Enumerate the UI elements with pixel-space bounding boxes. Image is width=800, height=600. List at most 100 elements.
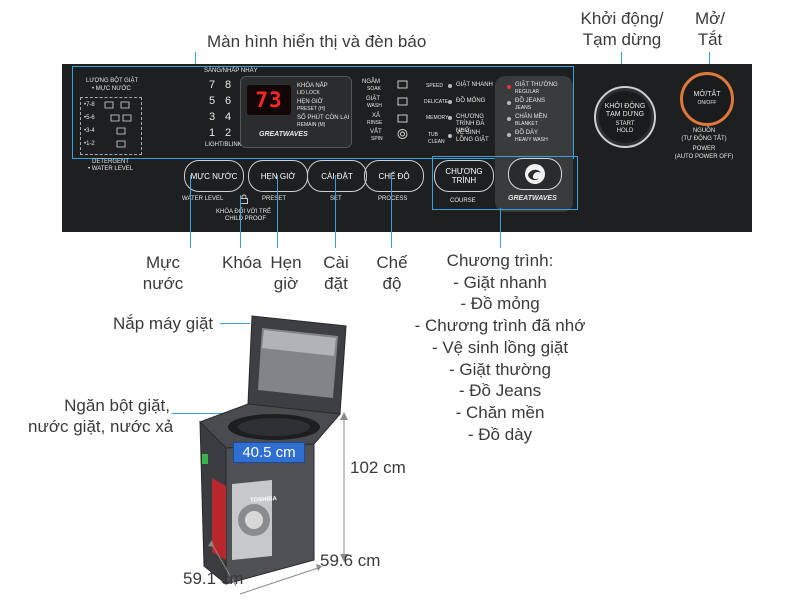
start-en1: START [615, 121, 635, 127]
childproof-vi: KHÓA ĐỐI VỚI TRẺ [216, 209, 272, 215]
lock-callout: Khóa [222, 253, 262, 272]
preset-en: PRESET [262, 196, 287, 202]
depth-dimension-line [239, 567, 319, 595]
greatwaves-logo: GREATWAVES [259, 131, 308, 138]
water-level-en: WATER LEVEL [182, 196, 224, 202]
process-en: PROCESS [378, 196, 408, 202]
course-selector-panel: GIẶT THƯỜNG REGULAR ĐỒ JEANS JEANS CHĂN … [495, 76, 573, 212]
start-hold-button[interactable]: KHỞI ĐỘNG TẠM DỪNG START HOLD [594, 86, 656, 148]
detergent-level-1: •7-8 [84, 102, 95, 108]
detergent-foot1: DETERGENT [92, 159, 130, 165]
scoop-icons [104, 101, 132, 148]
start-callout: Khởi động/ Tạm dừng [572, 8, 672, 50]
power-vi: MỞ/TẮT [693, 91, 721, 98]
course-blanket: CHĂN MỀN [515, 114, 548, 120]
num-4: 4 [225, 111, 232, 123]
drawer-line [172, 413, 230, 415]
preset-callout: Hẹn giờ [268, 252, 304, 294]
power-label3: POWER [692, 146, 716, 152]
course-dot-delicate [448, 100, 452, 104]
detergent-sub: • MỰC NƯỚC [92, 86, 131, 92]
water-line [190, 175, 192, 248]
preset-callout-1: Hẹn [270, 253, 302, 272]
course-en: COURSE [450, 198, 476, 204]
lid-glass-shine [262, 330, 336, 356]
height-arrow-top [340, 412, 348, 420]
proc-rinse-en: RINSE [367, 120, 383, 126]
machine-tub-inner [238, 418, 310, 436]
course-tubclean-en: TUB CLEAN [428, 132, 445, 145]
course-heavy-en: HEAVY WASH [515, 137, 548, 143]
detergent-level-4: •1-2 [84, 141, 95, 147]
num-7: 7 [209, 79, 216, 91]
led-display: 73 [247, 85, 291, 115]
water-level-label: MỰC NƯỚC [190, 171, 238, 181]
program-item: - Giặt nhanh [453, 272, 547, 292]
wave-icon [525, 164, 545, 184]
mode-callout-2: độ [382, 274, 402, 293]
led-value: 73 [255, 88, 283, 112]
proc-wash: GIẶT [366, 96, 381, 102]
program-item: - Chăn mền [455, 402, 545, 422]
process-icons [397, 80, 408, 139]
ind-lidlock: KHÓA NẮP [297, 83, 328, 89]
program-title: Chương trình: [446, 251, 554, 270]
start-callout-line1: Khởi động/ [580, 9, 664, 28]
proc-wash-en: WASH [367, 103, 382, 109]
power-callout-line1: Mở/ [694, 9, 726, 28]
course-label-1: CHƯƠNG [445, 167, 483, 176]
preset-callout-2: giờ [273, 274, 299, 293]
width-label: 59.1 cm [183, 569, 244, 588]
detergent-level-box: •7-8 •5-6 •3-4 •1-2 [80, 97, 142, 155]
set-button[interactable]: CÀI ĐẶT [307, 160, 367, 192]
set-callout-2: đặt [324, 274, 348, 293]
detergent-level-3: •3-4 [84, 128, 95, 134]
lid-line [220, 323, 250, 325]
green-energy-label [202, 454, 208, 464]
power-label2: (TỰ ĐỘNG TẮT) [681, 136, 727, 142]
process-label: CHẾ ĐỘ [378, 171, 410, 181]
display-area-frame [72, 66, 574, 159]
set-callout-1: Cài [323, 253, 349, 272]
mode-callout-1: Chế [376, 253, 408, 272]
num-1: 1 [209, 127, 216, 139]
course-dot-speed [448, 84, 452, 88]
process-button[interactable]: CHẾ ĐỘ [364, 160, 424, 192]
control-panel: LƯỢNG BỘT GIẶT • MỰC NƯỚC •7-8 •5-6 •3-4… [62, 64, 752, 232]
num-6: 6 [225, 95, 232, 107]
machine-sticker-drum-inner [245, 511, 263, 529]
ind-lidlock-en: LID LOCK [297, 90, 320, 96]
course-tubclean: VỆ SINH LỒNG GIẶT [456, 130, 489, 143]
num-2: 2 [225, 127, 232, 139]
course-heavy: ĐỒ DÀY [515, 130, 539, 136]
course-memory: CHƯƠNG TRÌNH ĐÃ NHỚ [456, 114, 485, 134]
greatwaves-button[interactable] [508, 158, 562, 190]
proc-rinse: XẢ [372, 113, 381, 119]
inner-width-badge: 40.5 cm [233, 442, 305, 463]
course-jeans: ĐỒ JEANS [515, 98, 546, 104]
program-item: - Vệ sinh lồng giặt [431, 337, 569, 357]
set-callout: Cài đặt [318, 252, 354, 294]
mode-line [391, 175, 393, 248]
depth-arrow-right [316, 564, 322, 571]
water-level-button[interactable]: MỰC NƯỚC [184, 160, 244, 192]
childproof-en: CHILD PROOF [225, 216, 267, 222]
course-dot-blanket [507, 117, 511, 121]
course-frame [432, 156, 578, 210]
program-list: Chương trình: - Giặt nhanh - Đồ mỏng - C… [405, 250, 595, 445]
drawer-callout-2: nước giặt, nước xả [28, 417, 174, 436]
width-arrow-top [208, 540, 214, 547]
course-speed-en: SPEED [426, 83, 443, 89]
height-arrow-bottom [340, 554, 348, 562]
start-en2: HOLD [616, 128, 634, 134]
num-3: 3 [209, 111, 216, 123]
lock-line [240, 195, 242, 248]
detergent-title: LƯỢNG BỘT GIẶT [86, 78, 139, 84]
course-dot-regular [507, 85, 511, 89]
ind-remain-en: REMAIN (M) [297, 122, 326, 128]
power-button[interactable]: MỞ/TẮT ON/OFF [680, 72, 734, 126]
depth-label: 59.6 cm [320, 551, 381, 570]
course-dot-tubclean [448, 134, 452, 138]
